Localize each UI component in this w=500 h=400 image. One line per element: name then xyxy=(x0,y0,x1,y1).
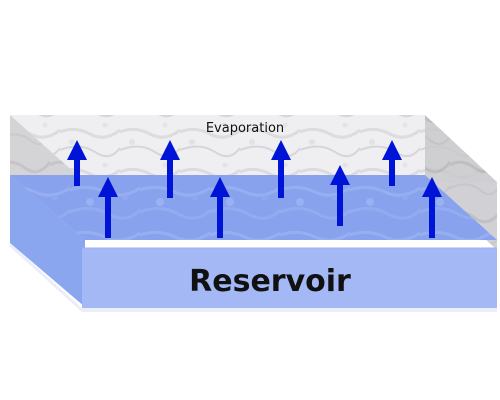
evaporation-arrow xyxy=(160,140,180,198)
evaporation-arrow xyxy=(271,140,291,198)
water-top-surface xyxy=(10,175,497,240)
evaporation-arrow xyxy=(422,177,442,238)
evaporation-arrows xyxy=(67,140,442,238)
water-left-side xyxy=(10,175,85,307)
evaporation-arrow xyxy=(330,165,350,226)
evaporation-arrow xyxy=(98,177,118,238)
air-layer-top xyxy=(10,115,497,182)
evaporation-arrow xyxy=(382,140,402,186)
evaporation-arrow xyxy=(67,140,87,186)
evaporation-arrow xyxy=(210,177,230,238)
air-layer-back-face xyxy=(425,115,497,250)
evaporation-label: Evaporation xyxy=(206,121,284,136)
reservoir-label: Reservoir xyxy=(189,264,351,299)
reservoir-front-face xyxy=(82,248,497,308)
